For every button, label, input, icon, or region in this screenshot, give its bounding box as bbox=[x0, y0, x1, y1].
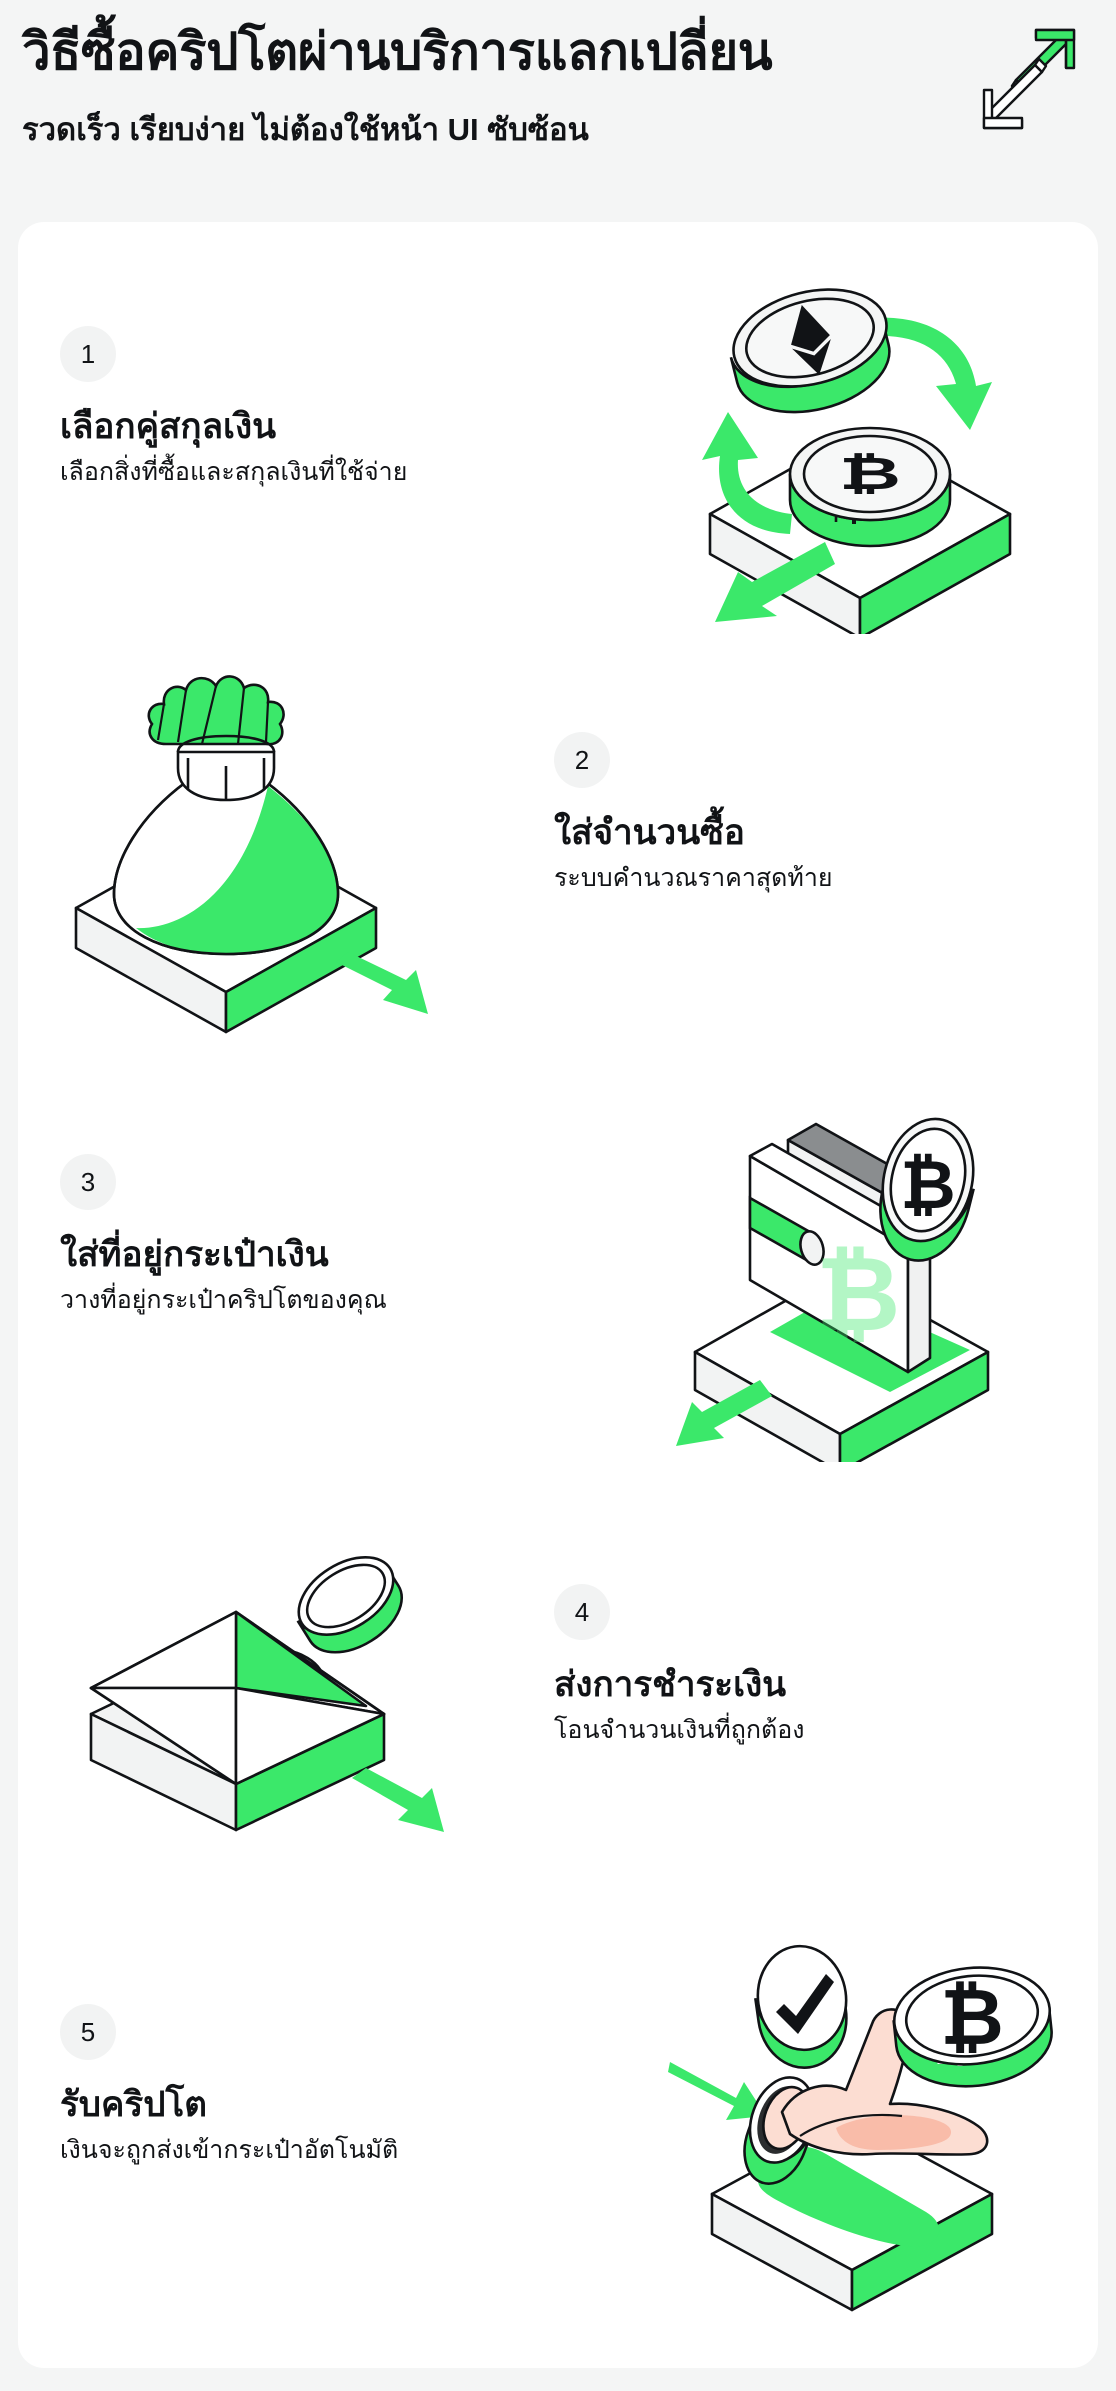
step-number-badge: 1 bbox=[60, 326, 116, 382]
page-title: วิธีซื้อคริปโตผ่านบริการแลกเปลี่ยน bbox=[22, 23, 773, 80]
step-description: เงินจะถูกส่งเข้ากระเป๋าอัตโนมัติ bbox=[60, 2135, 399, 2164]
step-title: เลือกคู่สกุลเงิน bbox=[60, 407, 277, 446]
step-item-2: 2 ใส่จำนวนซื้อ ระบบคำนวณราคาสุดท้าย bbox=[18, 640, 1098, 1050]
step-number-badge: 2 bbox=[554, 732, 610, 788]
svg-text:₿: ₿ bbox=[940, 1973, 1004, 2061]
step-text-5: 5 รับคริปโต เงินจะถูกส่งเข้ากระเป๋าอัตโน… bbox=[60, 2004, 540, 2167]
step-description: ระบบคำนวณราคาสุดท้าย bbox=[554, 863, 833, 892]
step-item-3: 3 ใส่ที่อยู่กระเป๋าเงิน วางที่อยู่กระเป๋… bbox=[18, 1062, 1098, 1472]
step-number-badge: 3 bbox=[60, 1154, 116, 1210]
step-item-1: 1 เลือกคู่สกุลเงิน เลือกสิ่งที่ซื้อและสก… bbox=[18, 234, 1098, 644]
wallet-with-bitcoin-illustration: ₿ ₿ bbox=[640, 1062, 1080, 1462]
hand-holding-bitcoin-check-illustration: ₿ bbox=[640, 1912, 1080, 2312]
step-description: เลือกสิ่งที่ซื้อและสกุลเงินที่ใช้จ่าย bbox=[60, 457, 408, 486]
step-text-3: 3 ใส่ที่อยู่กระเป๋าเงิน วางที่อยู่กระเป๋… bbox=[60, 1154, 540, 1317]
exchange-arrows-icon bbox=[970, 20, 1088, 138]
step-number-badge: 5 bbox=[60, 2004, 116, 2060]
step-title: ส่งการชำระเงิน bbox=[554, 1665, 787, 1704]
step-title: รับคริปโต bbox=[60, 2085, 207, 2124]
step-text-2: 2 ใส่จำนวนซื้อ ระบบคำนวณราคาสุดท้าย bbox=[554, 732, 1034, 895]
step-number-badge: 4 bbox=[554, 1584, 610, 1640]
step-item-4: 4 ส่งการชำระเงิน โอนจำนวนเงินที่ถูกต้อง bbox=[18, 1492, 1098, 1902]
step-text-1: 1 เลือกคู่สกุลเงิน เลือกสิ่งที่ซื้อและสก… bbox=[60, 326, 540, 489]
eth-btc-swap-coins-illustration: ₿ bbox=[640, 234, 1080, 634]
step-description: วางที่อยู่กระเป๋าคริปโตของคุณ bbox=[60, 1285, 387, 1314]
step-title: ใส่จำนวนซื้อ bbox=[554, 813, 745, 852]
page-subtitle: รวดเร็ว เรียบง่าย ไม่ต้องใช้หน้า UI ซับซ… bbox=[22, 112, 589, 147]
step-description: โอนจำนวนเงินที่ถูกต้อง bbox=[554, 1715, 805, 1744]
svg-text:₿: ₿ bbox=[839, 450, 901, 499]
svg-text:₿: ₿ bbox=[900, 1147, 955, 1223]
step-text-4: 4 ส่งการชำระเงิน โอนจำนวนเงินที่ถูกต้อง bbox=[554, 1584, 1034, 1747]
steps-card: 1 เลือกคู่สกุลเงิน เลือกสิ่งที่ซื้อและสก… bbox=[18, 222, 1098, 2368]
money-bag-illustration bbox=[36, 640, 476, 1040]
step-title: ใส่ที่อยู่กระเป๋าเงิน bbox=[60, 1235, 329, 1274]
header: วิธีซื้อคริปโตผ่านบริการแลกเปลี่ยน รวดเร… bbox=[18, 8, 1098, 204]
svg-text:₿: ₿ bbox=[816, 1237, 901, 1353]
step-item-5: 5 รับคริปโต เงินจะถูกส่งเข้ากระเป๋าอัตโน… bbox=[18, 1912, 1098, 2322]
envelope-with-coin-illustration bbox=[36, 1492, 476, 1892]
